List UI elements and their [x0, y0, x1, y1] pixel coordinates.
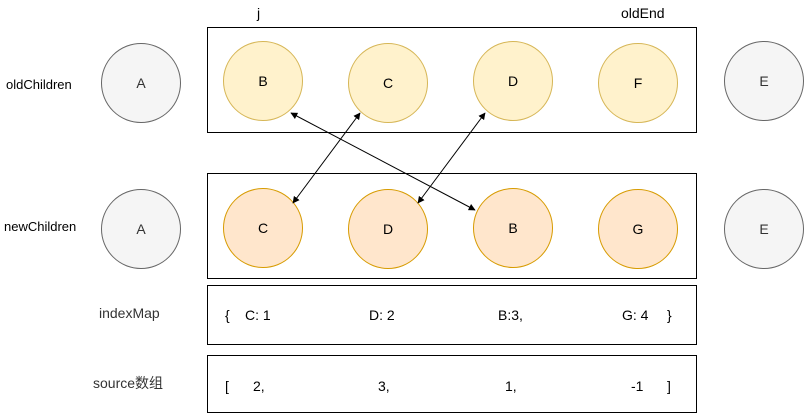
new-node-3: B	[473, 188, 553, 268]
node-label: C	[257, 220, 269, 236]
old-node-outside-left: A	[101, 43, 181, 123]
node-label: C	[382, 75, 394, 91]
node-label: A	[136, 221, 146, 237]
source-array-box	[207, 355, 697, 413]
node-label: G	[632, 221, 644, 237]
old-node-outside-right: E	[724, 41, 804, 121]
index-map-entry: D: 2	[369, 307, 395, 323]
old-node-3: D	[473, 41, 553, 121]
index-map-label: indexMap	[99, 305, 160, 321]
node-label: B	[508, 220, 518, 236]
source-value: 2,	[253, 378, 265, 394]
new-node-outside-left: A	[101, 189, 181, 269]
node-label: D	[507, 73, 519, 89]
source-array-label: source数组	[93, 375, 164, 391]
node-label: F	[633, 75, 643, 91]
old-node-2: C	[348, 43, 428, 123]
arrow-d-old-to-new	[417, 112, 486, 204]
index-map-entry: G: 4	[622, 307, 649, 323]
node-label: A	[136, 75, 146, 91]
index-map-entry: C: 1	[245, 307, 271, 323]
node-label: D	[382, 221, 394, 237]
index-map-entry: B:3,	[498, 307, 523, 323]
source-value: 1,	[505, 378, 517, 394]
old-node-1: B	[223, 41, 303, 121]
source-close-bracket: ]	[667, 378, 671, 394]
arrow-b-old-to-new	[290, 112, 476, 211]
node-label: B	[258, 73, 268, 89]
pointer-j: j	[257, 5, 261, 21]
source-value: 3,	[378, 378, 390, 394]
old-node-4: F	[598, 43, 678, 123]
source-open-bracket: [	[225, 378, 229, 394]
new-node-4: G	[598, 189, 678, 269]
new-node-1: C	[223, 188, 303, 268]
old-children-label: oldChildren	[6, 77, 72, 92]
node-label: E	[759, 221, 769, 237]
new-node-outside-right: E	[724, 189, 804, 269]
index-map-open-brace: {	[225, 307, 230, 323]
arrow-c-old-to-new	[292, 112, 361, 204]
new-children-label: newChildren	[4, 219, 77, 234]
index-map-close-brace: }	[667, 307, 672, 323]
pointer-old-end: oldEnd	[621, 5, 665, 21]
index-map-box	[207, 285, 697, 345]
node-label: E	[759, 73, 769, 89]
source-value: -1	[631, 378, 644, 394]
